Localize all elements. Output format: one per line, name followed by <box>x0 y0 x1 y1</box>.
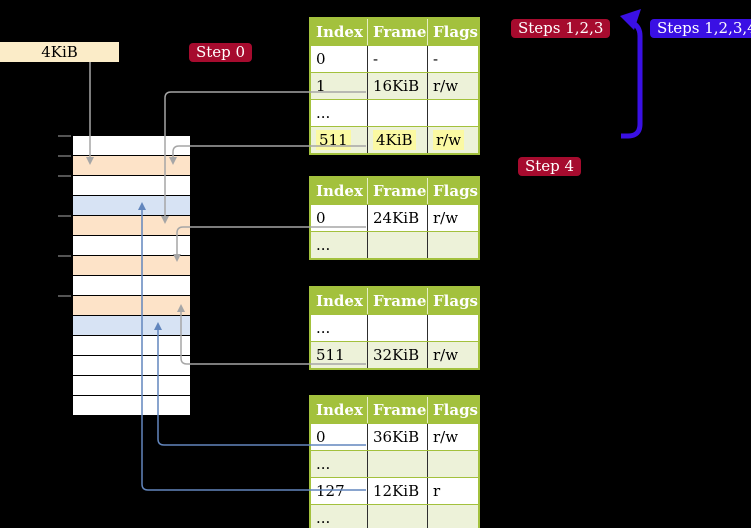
cell-frame <box>367 451 427 477</box>
table-row-recursive-entry: 511 4KiB r/w <box>311 126 478 153</box>
cell-flags <box>427 100 478 126</box>
cell-frame: 36KiB <box>367 424 427 450</box>
memory-frame-row-mapped <box>73 316 190 335</box>
cell-flags: r/w <box>427 205 478 231</box>
col-header-index: Index <box>316 23 363 41</box>
recursive-arrow-shaft <box>621 20 643 139</box>
cell-flags: r/w <box>427 424 478 450</box>
col-header-flags: Flags <box>427 397 478 423</box>
cell-frame <box>367 100 427 126</box>
table-row: ... <box>311 450 478 477</box>
cell-flags: - <box>427 46 478 72</box>
col-header-flags: Flags <box>427 19 478 45</box>
recursive-arrowhead <box>620 9 641 30</box>
table-row: ... <box>311 504 478 528</box>
memory-frame-row-page-table <box>73 216 190 235</box>
col-header-index: Index <box>316 401 363 419</box>
cell-index: 127 <box>316 482 345 500</box>
table-header-row: Index Frame Flags <box>311 178 478 204</box>
memory-frame-row-free <box>73 336 190 355</box>
cell-index: 0 <box>316 50 326 68</box>
badge-step-4: Step 4 <box>518 157 582 176</box>
cell-frame <box>367 505 427 528</box>
memory-frame-row-mapped <box>73 196 190 215</box>
cell-index: ... <box>316 509 331 527</box>
physical-memory-column <box>73 136 190 415</box>
page-table-level-1: Index Frame Flags 0 36KiB r/w ... 127 12… <box>309 395 480 528</box>
cell-frame <box>367 232 427 258</box>
frame-size-label: 4KiB <box>0 42 119 62</box>
page-table-level-4: Index Frame Flags 0 - - 1 16KiB r/w ... … <box>309 17 480 155</box>
cell-flags: r/w <box>427 127 478 153</box>
cell-frame: 12KiB <box>367 478 427 504</box>
cell-index: 511 <box>316 346 345 364</box>
cell-index: ... <box>316 236 331 254</box>
memory-frame-row-page-table <box>73 156 190 175</box>
table-header-row: Index Frame Flags <box>311 19 478 45</box>
cell-flags <box>427 232 478 258</box>
table-row: 127 12KiB r <box>311 477 478 504</box>
cell-frame <box>367 315 427 341</box>
col-header-index: Index <box>316 292 363 310</box>
cell-flags: r <box>427 478 478 504</box>
cell-index: 511 <box>311 127 367 153</box>
table-row: ... <box>311 314 478 341</box>
memory-frame-row-free <box>73 376 190 395</box>
memory-ticks <box>58 135 71 297</box>
page-table-level-2: Index Frame Flags ... 511 32KiB r/w <box>309 286 480 370</box>
memory-frame-row-page-table <box>73 296 190 315</box>
col-header-frame: Frame <box>367 288 427 314</box>
table-row: 0 24KiB r/w <box>311 204 478 231</box>
table-row: ... <box>311 99 478 126</box>
memory-frame-row-free <box>73 356 190 375</box>
cell-flags <box>427 315 478 341</box>
badge-step-0: Step 0 <box>189 43 253 62</box>
cell-flags <box>427 451 478 477</box>
memory-frame-row-page-table <box>73 256 190 275</box>
cell-frame: 24KiB <box>367 205 427 231</box>
memory-frame-row-free <box>73 136 190 155</box>
col-header-flags: Flags <box>427 288 478 314</box>
page-table-level-3: Index Frame Flags 0 24KiB r/w ... <box>309 176 480 260</box>
highlight-mark: 511 <box>316 130 351 150</box>
badge-steps-1-2-3-4: Steps 1,2,3,4 <box>650 19 751 38</box>
table-row: 0 36KiB r/w <box>311 423 478 450</box>
memory-frame-row-free <box>73 276 190 295</box>
col-header-frame: Frame <box>367 178 427 204</box>
highlight-mark: 4KiB <box>373 130 416 150</box>
cell-flags: r/w <box>427 342 478 368</box>
highlight-mark: r/w <box>433 130 465 150</box>
cell-index: ... <box>316 319 331 337</box>
table-header-row: Index Frame Flags <box>311 397 478 423</box>
col-header-frame: Frame <box>367 397 427 423</box>
table-row: 0 - - <box>311 45 478 72</box>
cell-index: ... <box>316 104 331 122</box>
table-row: 511 32KiB r/w <box>311 341 478 368</box>
cell-frame: 16KiB <box>367 73 427 99</box>
memory-frame-row-free <box>73 236 190 255</box>
memory-frame-row-free <box>73 396 190 415</box>
cell-index: 0 <box>316 428 326 446</box>
cell-frame: 32KiB <box>367 342 427 368</box>
col-header-index: Index <box>316 182 363 200</box>
memory-frame-row-free <box>73 176 190 195</box>
badge-steps-1-2-3: Steps 1,2,3 <box>511 19 611 38</box>
cell-index: ... <box>316 455 331 473</box>
cell-index: 1 <box>316 77 326 95</box>
cell-flags <box>427 505 478 528</box>
recursive-loop-arrow <box>620 9 643 139</box>
cell-frame: 4KiB <box>367 127 427 153</box>
cell-flags: r/w <box>427 73 478 99</box>
table-row: ... <box>311 231 478 258</box>
cell-index: 0 <box>316 209 326 227</box>
col-header-frame: Frame <box>367 19 427 45</box>
table-row: 1 16KiB r/w <box>311 72 478 99</box>
col-header-flags: Flags <box>427 178 478 204</box>
cell-frame: - <box>367 46 427 72</box>
table-header-row: Index Frame Flags <box>311 288 478 314</box>
